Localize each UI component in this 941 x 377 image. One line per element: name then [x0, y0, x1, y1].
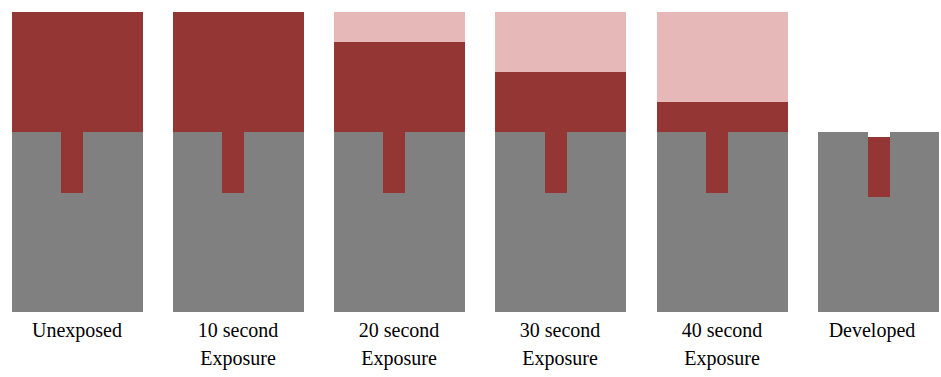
panel-caption: 30 second Exposure	[495, 316, 625, 372]
resist-unexposed	[173, 12, 304, 132]
trench-resist	[545, 131, 567, 193]
trench-resist	[706, 131, 728, 193]
resist-unexposed	[12, 12, 143, 132]
resist-unexposed	[657, 102, 788, 132]
substrate	[818, 132, 939, 312]
wafer-panel	[334, 12, 465, 312]
panel-caption: 20 second Exposure	[334, 316, 464, 372]
wafer-panel	[657, 12, 788, 312]
substrate	[657, 132, 788, 312]
substrate	[495, 132, 626, 312]
substrate	[173, 132, 304, 312]
trench-resist	[383, 131, 405, 193]
trench-resist	[868, 137, 890, 197]
resist-exposed	[334, 12, 465, 42]
wafer-panel	[818, 132, 939, 312]
wafer-panel	[495, 12, 626, 312]
resist-unexposed	[334, 42, 465, 132]
substrate	[12, 132, 143, 312]
trench-resist	[61, 131, 83, 193]
wafer-panel	[173, 12, 304, 312]
panel-caption: 10 second Exposure	[173, 316, 303, 372]
wafer-panel	[12, 12, 143, 312]
trench-gap	[868, 132, 890, 137]
trench-resist	[222, 131, 244, 193]
resist-exposed	[657, 12, 788, 102]
panel-caption: Unexposed	[12, 316, 142, 344]
panel-caption: Developed	[807, 316, 937, 344]
panel-caption: 40 second Exposure	[657, 316, 787, 372]
substrate	[334, 132, 465, 312]
resist-unexposed	[495, 72, 626, 132]
resist-exposed	[495, 12, 626, 72]
